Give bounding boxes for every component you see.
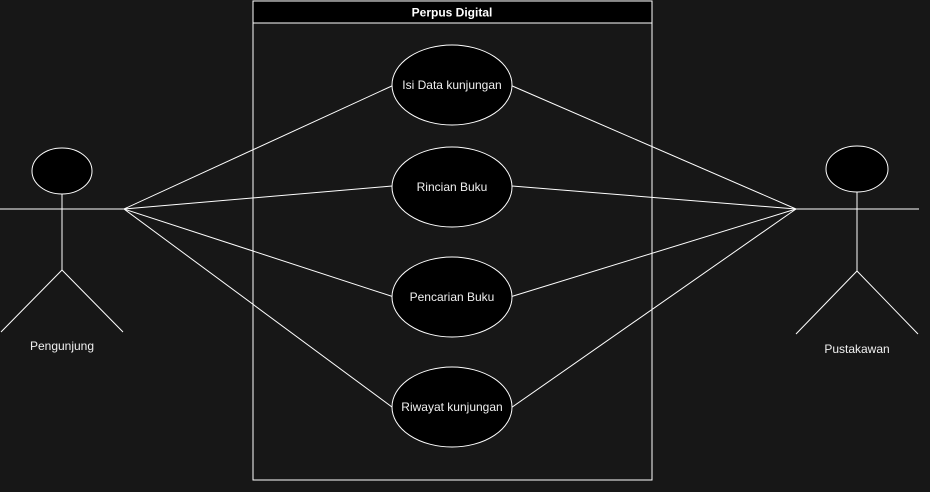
system-title-bar (252, 0, 653, 24)
use-case-label: Isi Data kunjungan (402, 78, 501, 92)
actor-left-leg (795, 270, 858, 335)
use-case-ellipse (391, 256, 513, 338)
association-line[interactable] (123, 208, 395, 298)
association-line[interactable] (123, 208, 397, 411)
actor-right-leg (61, 269, 124, 333)
actor-head (825, 145, 889, 193)
use-case-ellipse (391, 44, 513, 126)
use-case-riwayat-kunjungan[interactable]: Riwayat kunjungan (391, 366, 513, 448)
actor-head (31, 147, 93, 195)
use-case-label: Rincian Buku (417, 180, 488, 194)
actor-right-leg (856, 270, 919, 335)
association-line[interactable] (511, 185, 797, 210)
use-case-isi-data-kunjungan[interactable]: Isi Data kunjungan (391, 44, 513, 126)
system-boundary[interactable]: Perpus Digital (252, 0, 653, 481)
use-case-pencarian-buku[interactable]: Pencarian Buku (391, 256, 513, 338)
use-case-label: Riwayat kunjungan (401, 400, 502, 414)
use-case-ellipse (391, 146, 513, 228)
association-line[interactable] (123, 84, 395, 210)
use-case-label: Pencarian Buku (410, 290, 495, 304)
association-line[interactable] (123, 185, 393, 210)
association-line[interactable] (509, 84, 797, 210)
actor-name: Pustakawan (824, 342, 889, 356)
association-line[interactable] (507, 208, 797, 411)
actor-pengunjung[interactable]: Pengunjung (0, 147, 124, 353)
associations-right (507, 84, 797, 411)
system-title: Perpus Digital (412, 6, 493, 20)
association-line[interactable] (509, 208, 797, 298)
actor-pustakawan[interactable]: Pustakawan (795, 145, 919, 356)
use-case-ellipse (391, 366, 513, 448)
actor-name: Pengunjung (30, 339, 94, 353)
actor-left-leg (0, 269, 63, 333)
associations-left (123, 84, 397, 411)
use-case-rincian-buku[interactable]: Rincian Buku (391, 146, 513, 228)
